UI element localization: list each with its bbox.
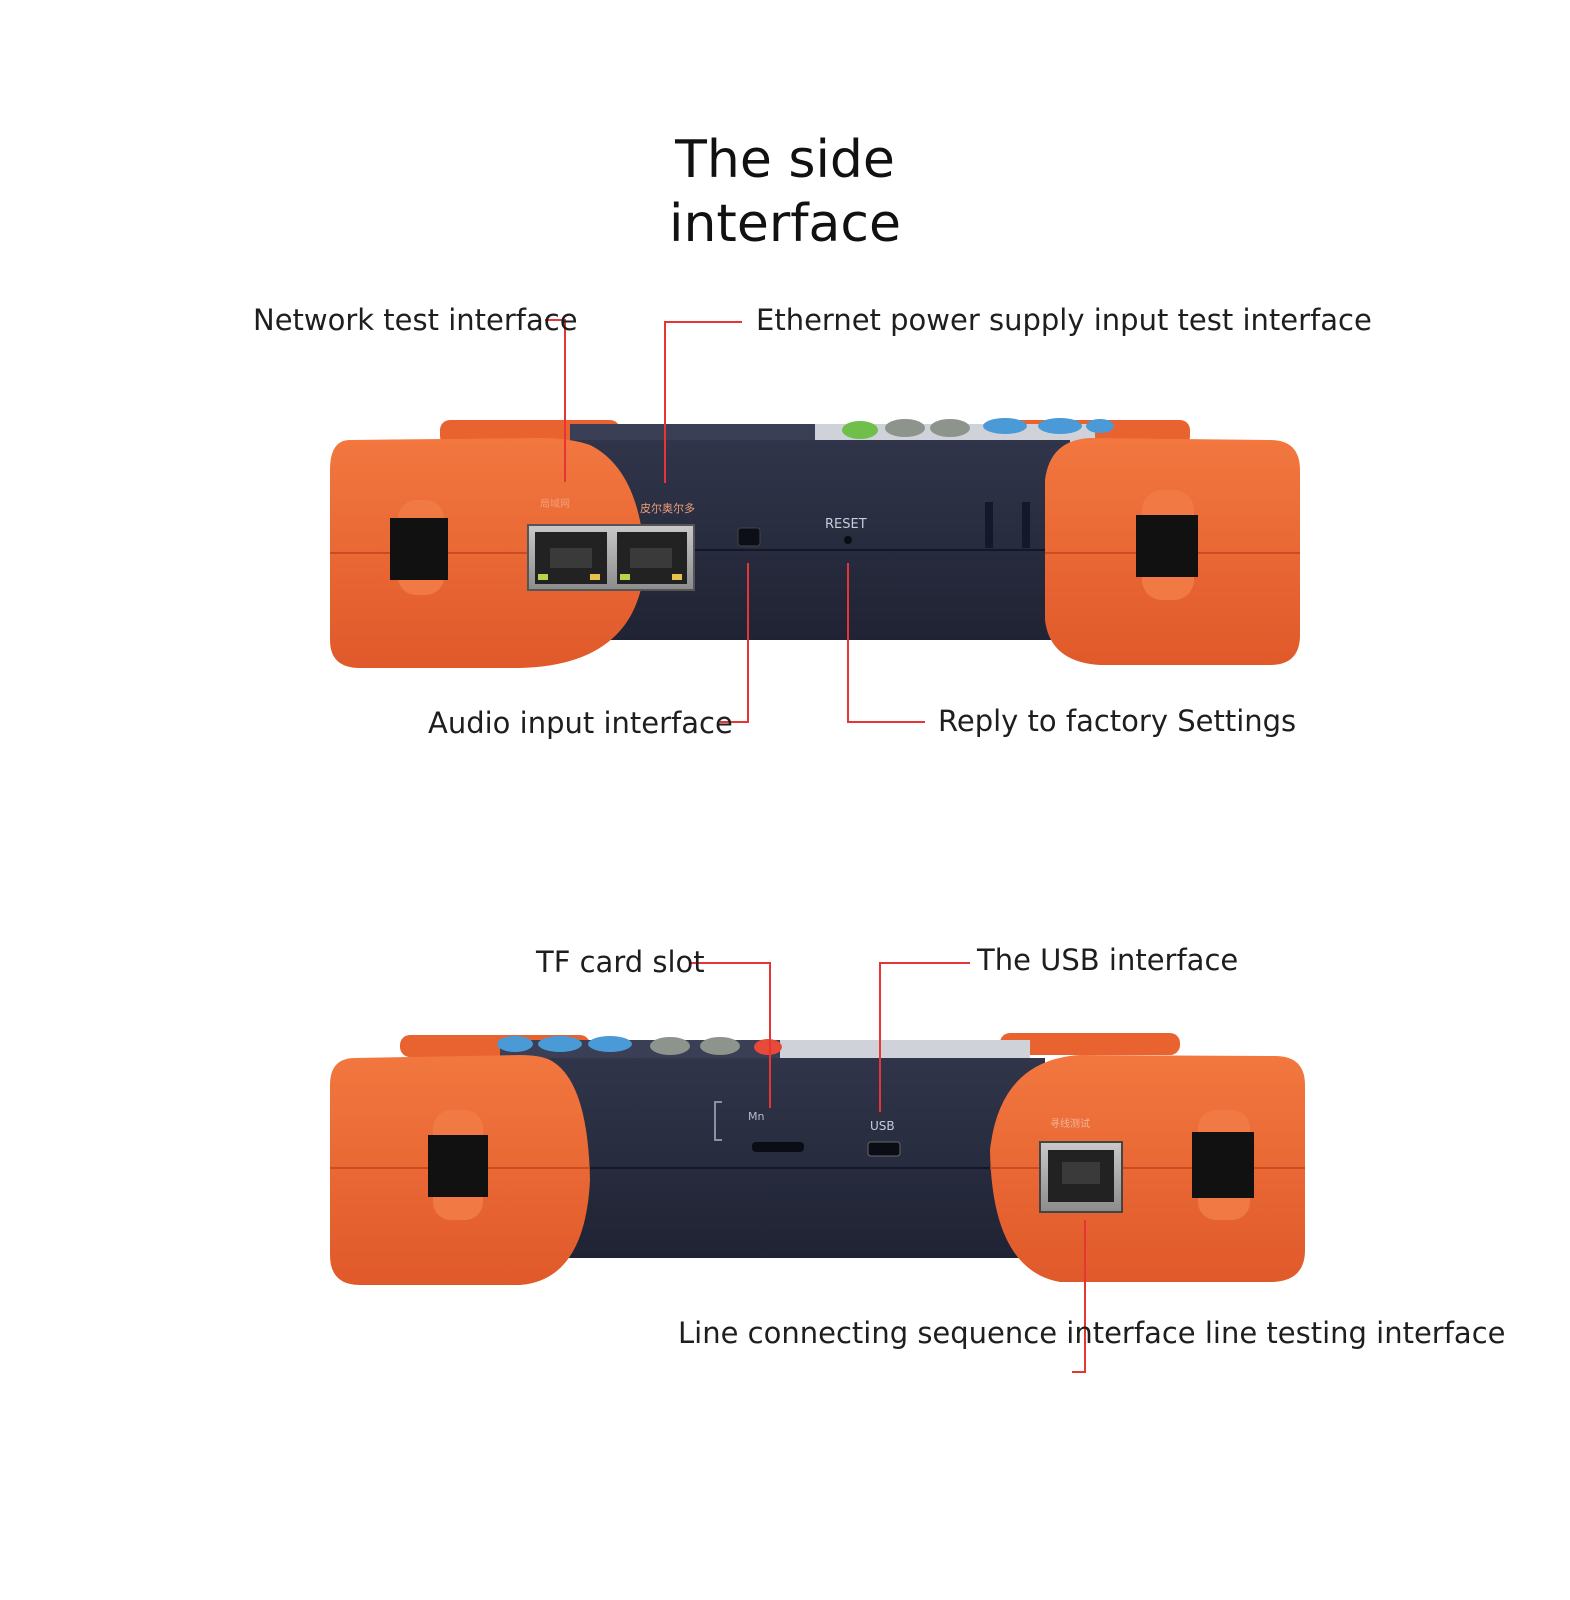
blue-button (497, 1036, 533, 1052)
blue-button (1038, 418, 1082, 434)
strap-slot (1192, 1132, 1254, 1198)
strap-slot (390, 518, 448, 580)
page-title: The side interface (0, 128, 1570, 256)
tf-card-slot (752, 1142, 804, 1152)
label-ethernet-power: Ethernet power supply input test interfa… (756, 303, 1372, 337)
gray-button (930, 419, 970, 437)
red-button (754, 1039, 782, 1055)
port-label-line-test: 寻线测试 (1050, 1117, 1090, 1130)
gray-button (700, 1037, 740, 1055)
blue-button (983, 418, 1027, 434)
top-leader-lines (545, 319, 925, 723)
bottom-leader-lines (690, 962, 1086, 1373)
bottom-device-keypad-plate (780, 1040, 1030, 1062)
vent-slot (1022, 502, 1030, 548)
blue-button (1086, 419, 1114, 433)
gray-button (650, 1037, 690, 1055)
green-button (842, 421, 878, 439)
label-audio-input: Audio input interface (428, 706, 733, 740)
label-tf-card: TF card slot (536, 945, 705, 979)
usb-port (867, 1141, 901, 1157)
port-label-poe: 皮尔奥尔多 (640, 501, 695, 515)
audio-jack (737, 527, 761, 547)
label-factory-reset: Reply to factory Settings (938, 704, 1297, 738)
rj45-port-line-test (1039, 1141, 1123, 1213)
label-network-test: Network test interface (253, 303, 578, 337)
bottom-device: Mn USB 寻线测试 (330, 1033, 1305, 1285)
reset-pinhole (844, 536, 852, 544)
strap-slot (428, 1135, 488, 1197)
gray-button (885, 419, 925, 437)
blue-button (588, 1036, 632, 1052)
label-line-sequence: Line connecting sequence interface line … (678, 1316, 1506, 1350)
label-usb: The USB interface (977, 943, 1239, 977)
title-line-2: interface (669, 194, 901, 254)
blue-button (538, 1036, 582, 1052)
top-device: 局域网 皮尔奥尔多 RESET (330, 418, 1300, 668)
port-label-lan: 局域网 (540, 497, 570, 510)
reset-label: RESET (825, 517, 867, 532)
title-line-1: The side (675, 130, 895, 190)
vent-slot (985, 502, 993, 548)
bottom-device-body (545, 1058, 1045, 1258)
bottom-device-rear-bumper-right (1000, 1033, 1180, 1055)
mn-label: Mn (748, 1110, 764, 1123)
rj45-port-pair (527, 524, 695, 591)
strap-slot (1136, 515, 1198, 577)
usb-label: USB (870, 1119, 895, 1133)
